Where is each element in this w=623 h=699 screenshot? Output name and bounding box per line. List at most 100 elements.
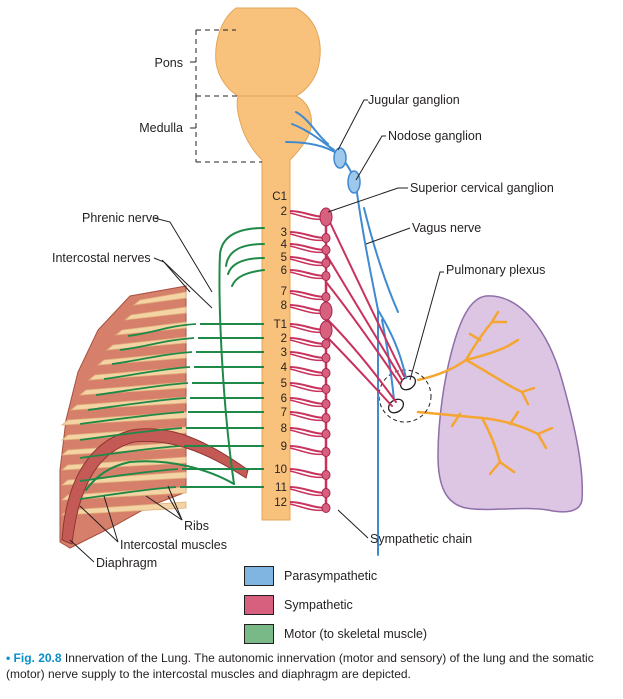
spinal-segment-label: 12 (274, 497, 287, 509)
ribs-label: Ribs (184, 519, 209, 533)
nodose-ganglion (347, 170, 361, 194)
sympathetic-ganglion (321, 271, 331, 281)
sympathetic-ganglion (321, 447, 331, 457)
sympathetic-ganglion (321, 245, 331, 255)
bronchial-tree (416, 310, 554, 476)
spinal-segment-label: 4 (281, 239, 288, 251)
brain-level-brackets (190, 29, 262, 163)
medulla-label: Medulla (139, 121, 183, 135)
intercostal-nerve-branch (119, 337, 195, 351)
rib (114, 321, 187, 336)
figure-number: Fig. 20.8 (13, 651, 62, 665)
phrenic-nerve-label: Phrenic nerve (82, 211, 159, 225)
spinal-segment-label: 5 (281, 378, 287, 390)
sympathetic-chain-label: Sympathetic chain (370, 532, 472, 546)
sympathetic-ganglion (321, 368, 331, 378)
intercostal-nerve-branch (127, 323, 197, 337)
jugular-ganglion (333, 147, 347, 169)
spinal-segment-label: 11 (275, 482, 287, 494)
intercostal-nerves-label: Intercostal nerves (52, 251, 151, 265)
intercostal-nerve-branch (79, 445, 181, 459)
intercostal-nerve-branch (79, 486, 177, 500)
vagus-nerve-label: Vagus nerve (412, 221, 481, 235)
spinal-segment-label: 3 (281, 347, 287, 359)
lung (416, 295, 584, 513)
diaphragm-motor-nerve (85, 460, 235, 491)
diaphragm-muscle (61, 428, 249, 545)
brainstem-and-spinal-cord (215, 7, 321, 521)
spinal-segment-label: T1 (274, 319, 287, 331)
sympathetic-ganglion (321, 384, 331, 394)
spinal-segment-label: 7 (281, 286, 287, 298)
sympathetic-ganglion (321, 292, 331, 302)
pulmonary-plexus-ganglion-upper (399, 375, 417, 391)
phrenic-nerve (218, 227, 265, 485)
spinal-segment-label: 8 (281, 300, 287, 312)
sympathetic-rami (289, 210, 327, 512)
figure-caption: • Fig. 20.8 Innervation of the Lung. The… (6, 650, 618, 682)
spinal-segment-label: 7 (281, 407, 287, 419)
sympathetic-ganglion (321, 233, 331, 243)
sympathetic-ganglion (321, 399, 331, 409)
jugular-ganglion-label: Jugular ganglion (368, 93, 460, 107)
sympathetic-ganglion (321, 339, 331, 349)
medulla (236, 95, 312, 521)
lung-innervation-diagram: Pons Medulla (52, 7, 584, 570)
legend-item-sympathetic: Sympathetic (244, 594, 353, 616)
legend-swatch-motor (244, 624, 274, 644)
legend-swatch-parasympathetic (244, 566, 274, 586)
sympathetic-ganglia (319, 207, 333, 513)
sympathetic-ganglion (321, 470, 331, 480)
spinal-segment-label: C1 (272, 191, 287, 203)
intercostal-nerve-branch (111, 351, 193, 365)
sympathetic-ganglion (321, 258, 331, 268)
legend-item-parasympathetic: Parasympathetic (244, 565, 377, 587)
legend-item-motor: Motor (to skeletal muscle) (244, 623, 427, 645)
rib (132, 291, 187, 306)
spinal-segment-label: 10 (274, 464, 287, 476)
spinal-segment-label: 5 (281, 252, 287, 264)
legend-label-parasympathetic: Parasympathetic (284, 569, 378, 583)
spinal-segment-label: 6 (281, 393, 287, 405)
sympathetic-ganglion (321, 429, 331, 439)
spinal-segment-label: 9 (281, 441, 287, 453)
sympathetic-ganglion (321, 503, 331, 513)
diaphragm-label: Diaphragm (96, 556, 157, 570)
intercostal-nerve-branch (87, 397, 187, 411)
callout-leaders (69, 99, 444, 563)
sympathetic-ganglion (321, 413, 331, 423)
figure-title: Innervation of the Lung. (64, 651, 192, 665)
intercostal-nerve-branch (79, 411, 185, 425)
sympathetic-ganglion (319, 320, 333, 340)
pulmonary-plexus-ganglion-lower (387, 398, 405, 414)
nodose-ganglion-label: Nodose ganglion (388, 129, 482, 143)
pulmonary-plexus-label: Pulmonary plexus (446, 263, 545, 277)
intercostal-nerves (79, 323, 264, 500)
superior-cervical-ganglion-label: Superior cervical ganglion (410, 181, 554, 195)
legend-swatch-sympathetic (244, 595, 274, 615)
caption-bullet: • (6, 651, 11, 665)
spinal-segment-label: 6 (281, 265, 287, 277)
sympathetic-ganglion (319, 207, 333, 227)
intercostal-nerve-branch (79, 468, 179, 482)
pons-label: Pons (155, 56, 184, 70)
sympathetic-ganglion (319, 301, 333, 321)
spinal-segment-label: 8 (281, 423, 287, 435)
spinal-segment-label: 4 (281, 362, 288, 374)
lung-outline (437, 295, 584, 513)
intercostal-nerve-branch (95, 382, 189, 396)
sympathetic-ganglion (321, 488, 331, 498)
rib (123, 306, 187, 321)
spinal-segment-label: 2 (281, 206, 287, 218)
intercostal-nerve-branch (79, 427, 183, 441)
intercostal-muscles-label: Intercostal muscles (120, 538, 227, 552)
sympathetic-ganglion (321, 353, 331, 363)
caption-text: The autonomic innervation (motor and sen… (6, 651, 594, 681)
spinal-segment-label: 2 (281, 333, 287, 345)
sympathetic-to-lung (325, 213, 405, 407)
intercostal-nerve-branch (103, 366, 191, 380)
pons (215, 7, 321, 97)
spinal-segment-label: 3 (281, 227, 287, 239)
legend-label-sympathetic: Sympathetic (284, 598, 353, 612)
